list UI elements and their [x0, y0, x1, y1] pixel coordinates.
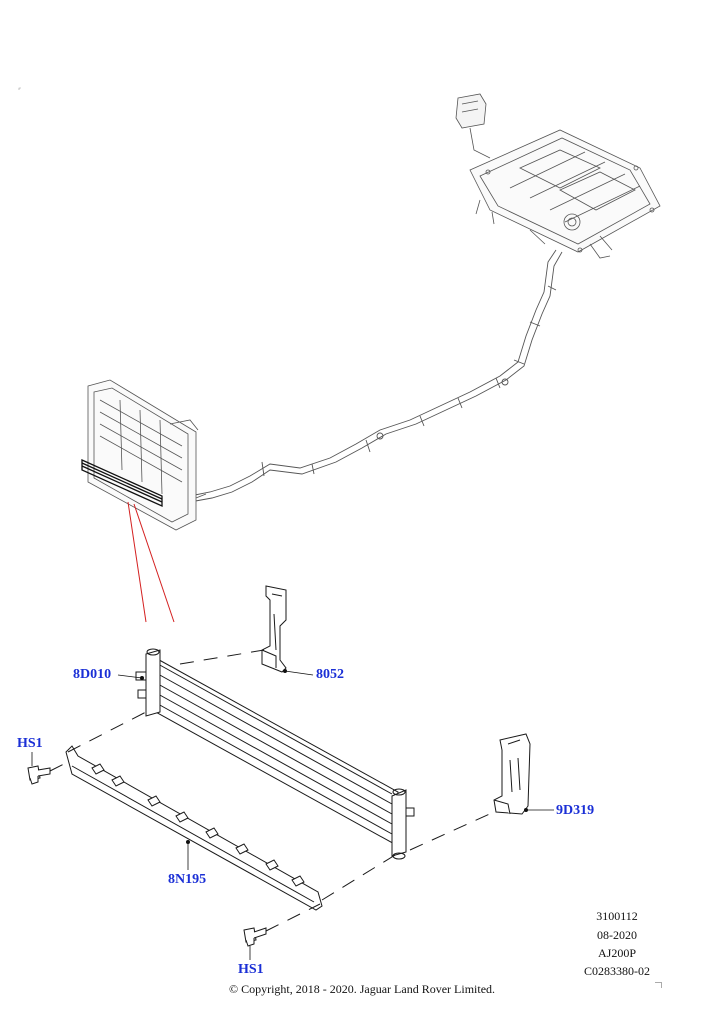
cooler-highlight — [81, 458, 163, 508]
callout-8n195[interactable]: 8N195 — [168, 872, 207, 887]
callout-line — [117, 674, 143, 679]
radiator-pack — [87, 379, 207, 531]
leader-line — [127, 501, 147, 623]
callout-line — [284, 670, 314, 676]
upper-bracket — [261, 585, 287, 673]
reference-model: AJ200P — [597, 946, 636, 960]
callout-8052[interactable]: 8052 — [316, 667, 344, 682]
reference-date: 08-2020 — [597, 928, 637, 942]
callout-hs1-bottom[interactable]: HS1 — [238, 962, 264, 977]
callout-9d319[interactable]: 9D319 — [556, 803, 595, 818]
corner-mark — [655, 982, 662, 988]
copyright-text: © Copyright, 2018 - 2020. Jaguar Land Ro… — [228, 982, 496, 996]
bolt-bottom — [243, 927, 267, 947]
leader-line — [133, 503, 175, 623]
battery-assembly — [455, 93, 661, 259]
lower-bracket — [65, 745, 323, 911]
callout-8d010[interactable]: 8D010 — [73, 667, 112, 682]
reference-id: 3100112 — [596, 909, 638, 923]
reference-code: C0283380-02 — [584, 964, 650, 978]
bolt-left — [27, 765, 51, 785]
callout-hs1-left[interactable]: HS1 — [17, 736, 43, 751]
side-bracket — [493, 733, 531, 815]
dashed-guides — [49, 649, 495, 932]
coolant-pipes — [189, 249, 563, 503]
transmission-cooler — [135, 648, 415, 860]
